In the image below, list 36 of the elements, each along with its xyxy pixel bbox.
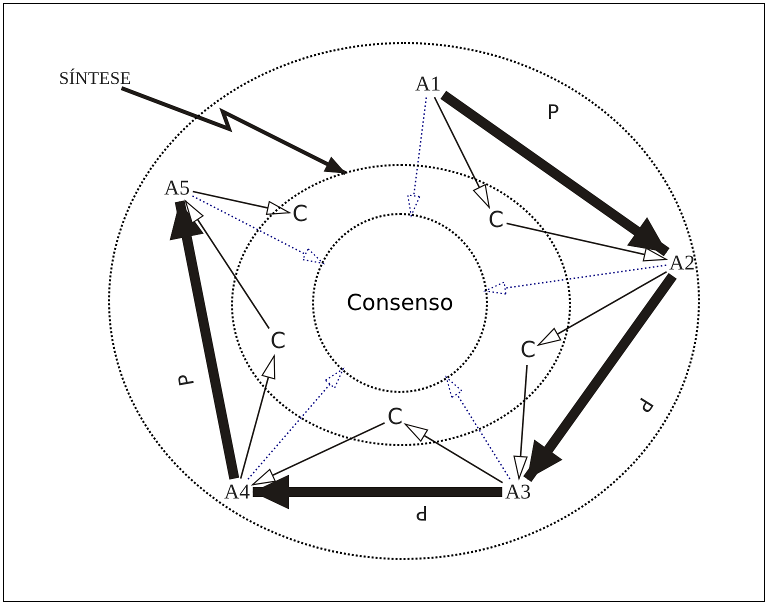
arrow [247,368,344,480]
node-label: C [520,340,536,362]
arrow [192,195,324,264]
arrow [252,422,385,486]
node-label: A3 [505,482,531,502]
arrow [446,376,510,480]
arrow [513,364,528,480]
node-label: C [387,407,403,429]
arrow [484,264,666,295]
arrow [184,200,270,329]
arrow [252,474,502,510]
node-label: C [488,210,504,232]
arrow [506,222,667,262]
node-label: C [292,204,308,226]
node-label: C [270,331,286,353]
arrow [523,273,677,482]
node-label: A5 [164,178,190,198]
node-label: A2 [669,252,695,274]
middle-circle [231,164,571,446]
arrow [434,96,490,208]
node-label: A4 [224,482,250,502]
arrow [240,355,276,479]
edge-label: P [633,394,657,416]
node-label: SÍNTESE [59,69,131,87]
arrow [404,424,504,484]
arrow [120,86,346,175]
arrow [170,200,240,480]
center-circle: Consenso [312,213,488,393]
edge-label: P [546,102,560,122]
edge-label: P [416,503,428,523]
arrow [407,97,427,216]
arrow [538,271,667,346]
arrow [440,90,670,256]
edge-label: P [175,372,197,388]
node-label: A1 [415,74,441,94]
arrow [192,190,290,215]
